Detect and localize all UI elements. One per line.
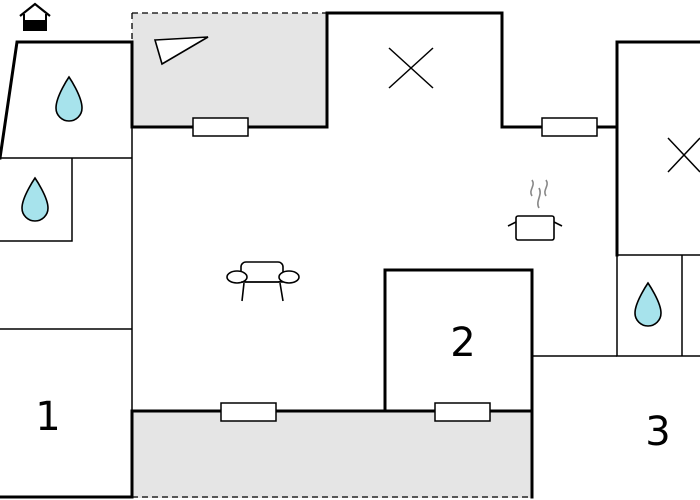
shower-icon [21,176,49,222]
line-left-shower [0,158,73,242]
sofa-icon [226,261,300,302]
wall-left-wing-top [0,40,134,160]
shower-icon [55,75,83,122]
shower-icon [634,281,662,327]
windows [192,117,598,422]
closet-x-icon [388,47,434,89]
interior-lines [0,42,700,411]
window-marker-icon [434,402,491,422]
room-label-3: 3 [645,409,670,455]
closet-x-icon [667,137,700,173]
window-marker-icon [541,117,598,137]
room-label-1: 1 [35,394,60,440]
wall-closet-block [325,11,504,129]
window-marker-icon [220,402,277,422]
room-label-2: 2 [450,320,475,366]
terrace-bottom [132,411,532,498]
wall-room-2 [383,268,534,413]
terrace-top [131,12,327,127]
window-marker-icon [192,117,249,137]
terrace-bottom-fill [132,411,532,498]
terrace-top-fill [132,13,327,127]
wall-right-wing [615,40,700,129]
cooking-pot-icon [507,179,563,241]
house-icon [19,2,51,31]
stairs-icon [153,36,209,66]
